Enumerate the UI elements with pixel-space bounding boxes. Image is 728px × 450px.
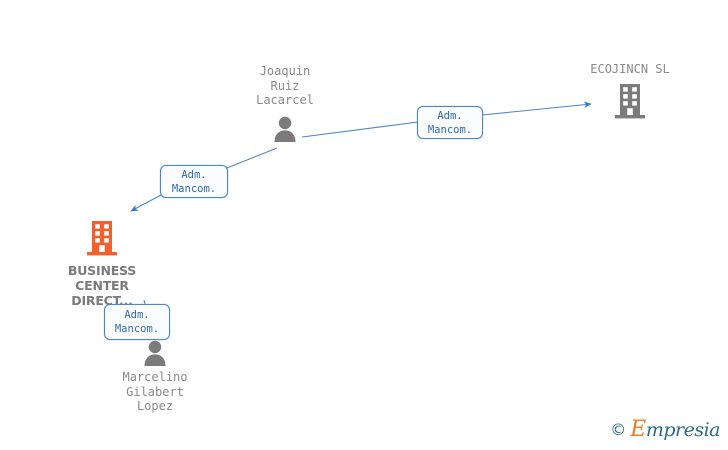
brand-name: Empresia [630,417,720,442]
copyright-icon: © [610,420,627,439]
person-icon[interactable] [141,338,169,366]
building-icon[interactable] [85,220,119,258]
node-joaquin-ruiz-lacarcel[interactable]: Joaquin Ruiz Lacarcel [215,64,355,142]
node-business-center-direct[interactable]: BUSINESS CENTER DIRECT... [32,220,172,308]
empresia-watermark: © Empresia [610,417,720,442]
node-marcelino-gilabert-lopez[interactable]: Marcelino Gilabert Lopez [85,338,225,414]
edge-label-joaquin-ecojincn[interactable]: Adm. Mancom. [417,106,483,139]
node-ecojincn-sl[interactable]: ECOJINCN SL [560,62,700,121]
node-label-marcelino: Marcelino Gilabert Lopez [122,370,188,414]
edge-label-joaquin-business-center[interactable]: Adm. Mancom. [160,165,228,198]
brand-rest: mpresia [645,419,721,441]
brand-initial: E [630,417,646,442]
person-icon[interactable] [271,114,299,142]
edge-label-marcelino-business-center[interactable]: Adm. Mancom. [104,304,170,340]
node-label-ecojincn: ECOJINCN SL [590,62,670,76]
building-icon[interactable] [613,83,647,121]
node-label-business-center: BUSINESS CENTER DIRECT... [67,263,137,308]
node-label-joaquin: Joaquin Ruiz Lacarcel [256,64,314,108]
